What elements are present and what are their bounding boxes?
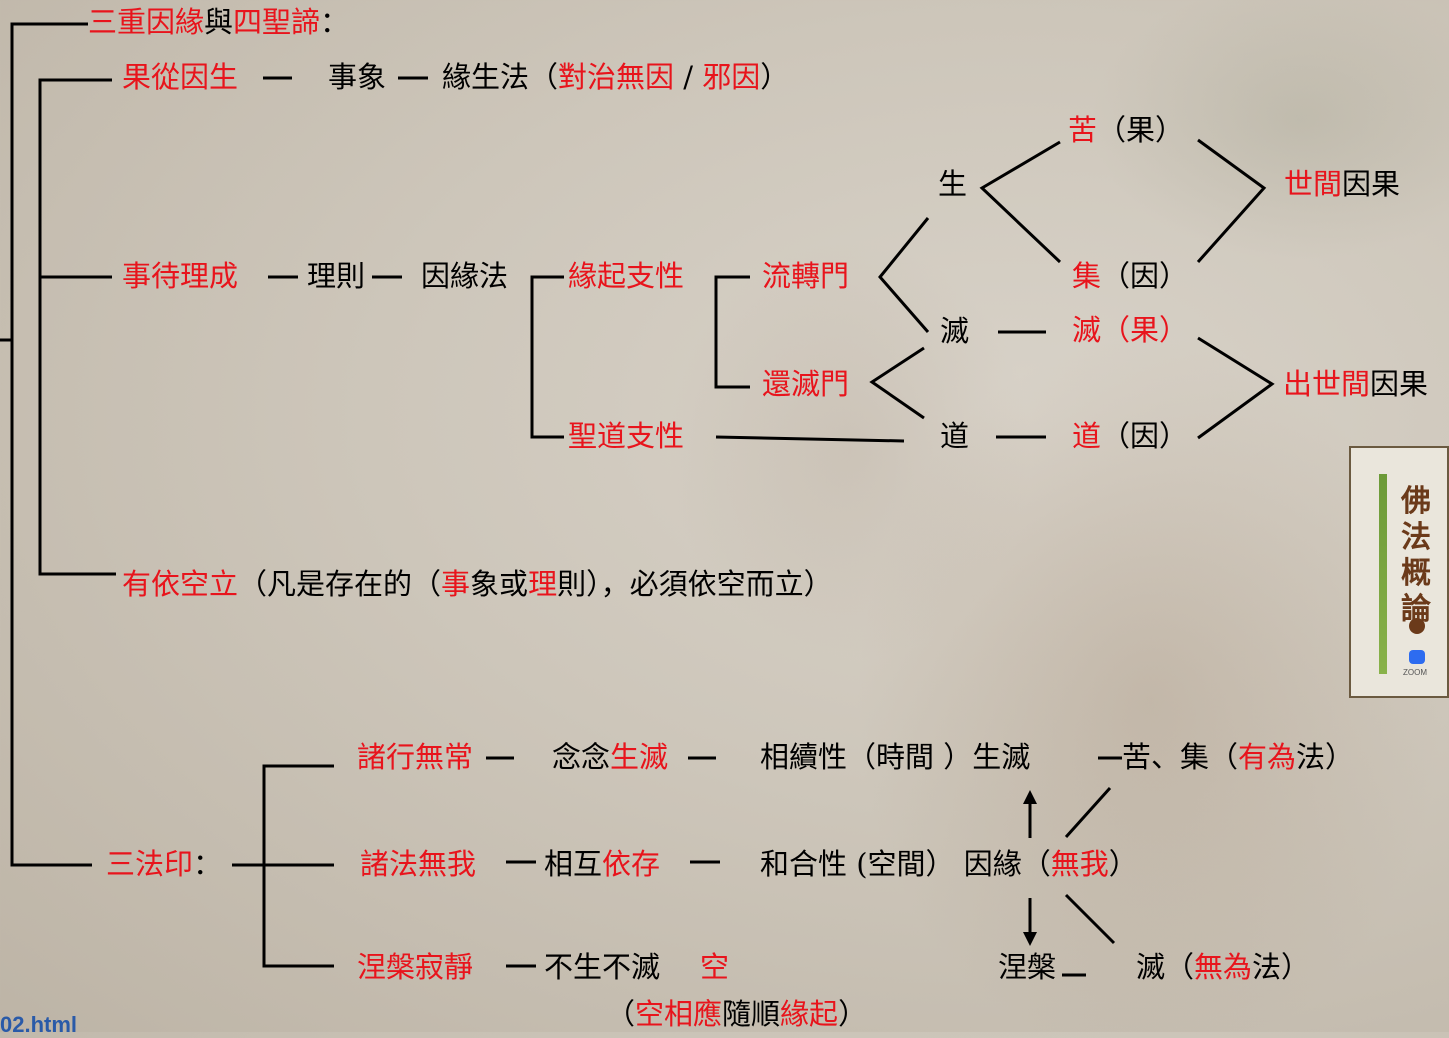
branch-affairs-depend-principle: 事待理成 [122,259,239,293]
seal-row3-unconditioned: 滅（無為法） [1136,950,1311,984]
node-path: 道 [940,419,970,453]
supramundane-cause-effect: 出世間因果 [1283,367,1429,401]
seal-row3-unborn: 不生不滅 [544,950,661,984]
node-arising: 生 [938,167,968,201]
seal-row1-conditioned: 苦、集（有為法） [1122,740,1355,774]
node-dependent-origination: 緣起支性 [568,259,685,293]
seal-row2-aggregation: 和合性 (空間） 因緣（無我） [760,847,1138,881]
node-flowing-gate: 流轉門 [762,259,850,293]
seal-nirvana: 涅槃寂靜 [357,950,474,984]
node-cessation: 滅 [940,314,970,348]
book-spine [1379,474,1387,674]
seal-note: （空相應隨順緣起） [606,997,868,1031]
branch-dependent-dharma: 緣生法（對治無因 / 邪因） [442,60,790,94]
mundane-cause-effect: 世間因果 [1284,167,1401,201]
book-title: 佛法概論 [1401,484,1431,627]
url-fragment[interactable]: 02.html [0,1012,78,1037]
seal-row3-emptiness: 空 [700,950,730,984]
node-returning-gate: 還滅門 [762,367,850,401]
zoom-icon [1409,650,1425,664]
outer-bracket [10,22,92,867]
branch-established-on-emptiness: 有依空立（凡是存在的（事象或理則），必須依空而立） [122,567,833,601]
three-seals-label: 三法印： [106,847,223,881]
truth-cessation: 滅（果） [1072,313,1189,347]
seal-non-self: 諸法無我 [360,847,477,881]
logo-icon [1409,618,1425,634]
second-bracket [38,78,116,576]
title: 三重因緣與四聖諦： [88,5,350,39]
node-noble-path: 聖道支性 [568,419,685,453]
truth-path: 道（因） [1072,419,1189,453]
node-causal-dharma: 因緣法 [421,259,509,293]
book-cover-thumbnail: 佛法概論 ZOOM [1349,446,1449,698]
branch-effect-from-cause: 果從因生 [122,60,239,94]
node-principle: 理則 [307,259,366,293]
seal-row2-interdependence: 相互依存 [544,847,661,881]
truth-origin: 集（因） [1072,259,1189,293]
zoom-label: ZOOM [1403,668,1427,677]
branch-phenomena: 事象 [328,60,387,94]
seal-row3-nirvana-node: 涅槃 [998,950,1057,984]
seal-impermanence: 諸行無常 [357,740,474,774]
truth-suffering: 苦（果） [1068,113,1185,147]
seal-row1-continuity: 相續性（時間 ）生滅 [760,740,1031,774]
seal-row1-moment: 念念生滅 [552,740,669,774]
